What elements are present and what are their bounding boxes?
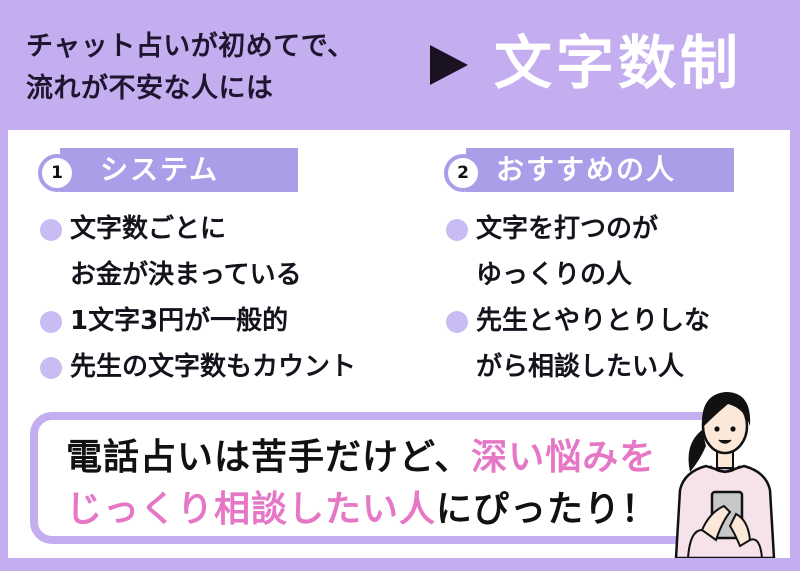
bullet-dot-icon [40, 357, 62, 379]
header-lead-line-2: 流れが不安な人には [26, 73, 274, 104]
section-heading: 2 おすすめの人 [444, 148, 784, 192]
callout-text-plain: にぴったり！ [436, 489, 659, 530]
triangle-right-icon [430, 45, 468, 85]
section-system: 1 システム 文字数ごとに お金が決まっている 1文字3円が一般的 先生の文字数… [38, 148, 418, 390]
header-title: 文字数制 [494, 29, 743, 97]
list-item-line: お金が決まっている [70, 260, 302, 290]
list-item-line: 1文字3円が一般的 [70, 306, 289, 336]
section-number-badge: 2 [444, 154, 482, 192]
callout-text-highlight: 深い悩みを [471, 437, 657, 478]
bullet-dot-icon [40, 311, 62, 333]
bullet-dot-icon [40, 219, 62, 241]
callout-box: 電話占いは苦手だけど、深い悩みを じっくり相談したい人にぴったり！ [30, 412, 730, 544]
header-lead-line-1: チャット占いが初めてで、 [26, 31, 355, 62]
list-item: 1文字3円が一般的 [38, 298, 418, 344]
heading-bar [60, 148, 298, 192]
callout-text-plain: 電話占いは苦手だけど、 [66, 437, 472, 478]
list-item-line: 先生の文字数もカウント [70, 352, 357, 382]
header: チャット占いが初めてで、 流れが不安な人には 文字数制 [0, 0, 800, 128]
heading-bar [466, 148, 734, 192]
header-lead-text: チャット占いが初めてで、 流れが不安な人には [26, 26, 355, 110]
bullet-dot-icon [446, 219, 468, 241]
list-item-line: ゆっくりの人 [476, 260, 633, 290]
list-item-line: 文字を打つのが [476, 214, 659, 244]
section-recommended: 2 おすすめの人 文字を打つのが ゆっくりの人 先生とやりとりしな がら相談した… [444, 148, 784, 390]
list-item: 先生とやりとりしな がら相談したい人 [444, 298, 784, 390]
section-heading: 1 システム [38, 148, 418, 192]
section-heading-label: システム [100, 153, 220, 186]
bullet-list: 文字数ごとに お金が決まっている 1文字3円が一般的 先生の文字数もカウント [38, 206, 418, 390]
woman-with-smartphone-illustration [674, 392, 776, 558]
content-panel: 1 システム 文字数ごとに お金が決まっている 1文字3円が一般的 先生の文字数… [8, 130, 790, 558]
list-item: 先生の文字数もカウント [38, 344, 418, 390]
callout-text: 電話占いは苦手だけど、深い悩みを じっくり相談したい人にぴったり！ [66, 432, 658, 536]
list-item-line: 文字数ごとに [70, 214, 227, 244]
bullet-list: 文字を打つのが ゆっくりの人 先生とやりとりしな がら相談したい人 [444, 206, 784, 390]
list-item: 文字を打つのが ゆっくりの人 [444, 206, 784, 298]
callout-text-highlight: じっくり相談したい人 [66, 489, 437, 530]
list-item-line: がら相談したい人 [476, 352, 685, 382]
section-heading-label: おすすめの人 [496, 153, 677, 186]
list-item: 文字数ごとに お金が決まっている [38, 206, 418, 298]
list-item-line: 先生とやりとりしな [476, 306, 711, 336]
bullet-dot-icon [446, 311, 468, 333]
section-number-badge: 1 [38, 154, 76, 192]
